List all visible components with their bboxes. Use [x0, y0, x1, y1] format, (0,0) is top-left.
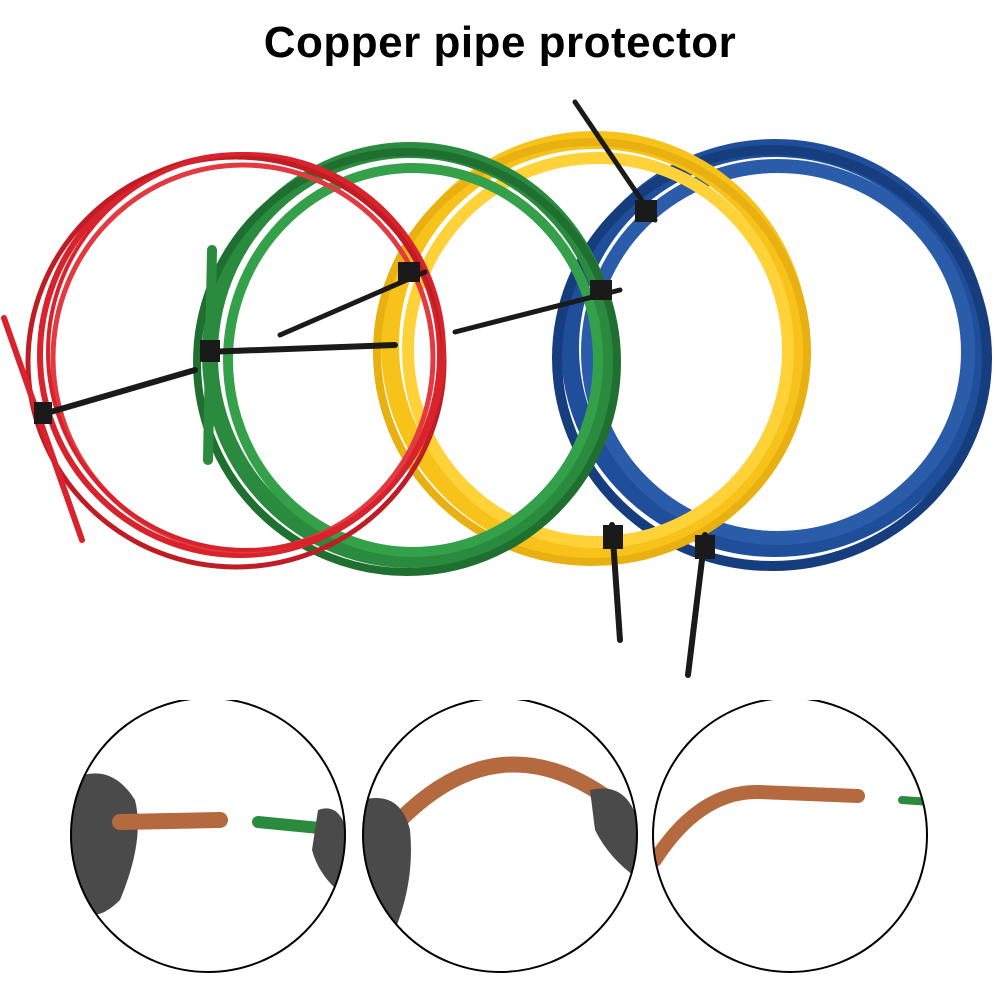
red-coil — [25, 152, 447, 570]
detail-panel-3 — [652, 700, 928, 973]
copper-pipe — [653, 784, 865, 867]
page-title: Copper pipe protector — [263, 18, 737, 67]
copper-pipe — [392, 756, 618, 828]
copper-pipe — [112, 812, 228, 830]
glove — [590, 788, 637, 880]
detail-panel-2 — [362, 700, 638, 973]
product-photo — [1, 99, 992, 678]
detail-panels — [70, 700, 928, 973]
cable-ties — [34, 99, 715, 678]
blue-coil — [552, 139, 992, 571]
green-sleeve — [898, 796, 927, 806]
detail-panel-1 — [70, 700, 346, 973]
glove — [71, 773, 138, 915]
red-loose-end — [1, 315, 85, 543]
yellow-coil — [373, 131, 811, 566]
